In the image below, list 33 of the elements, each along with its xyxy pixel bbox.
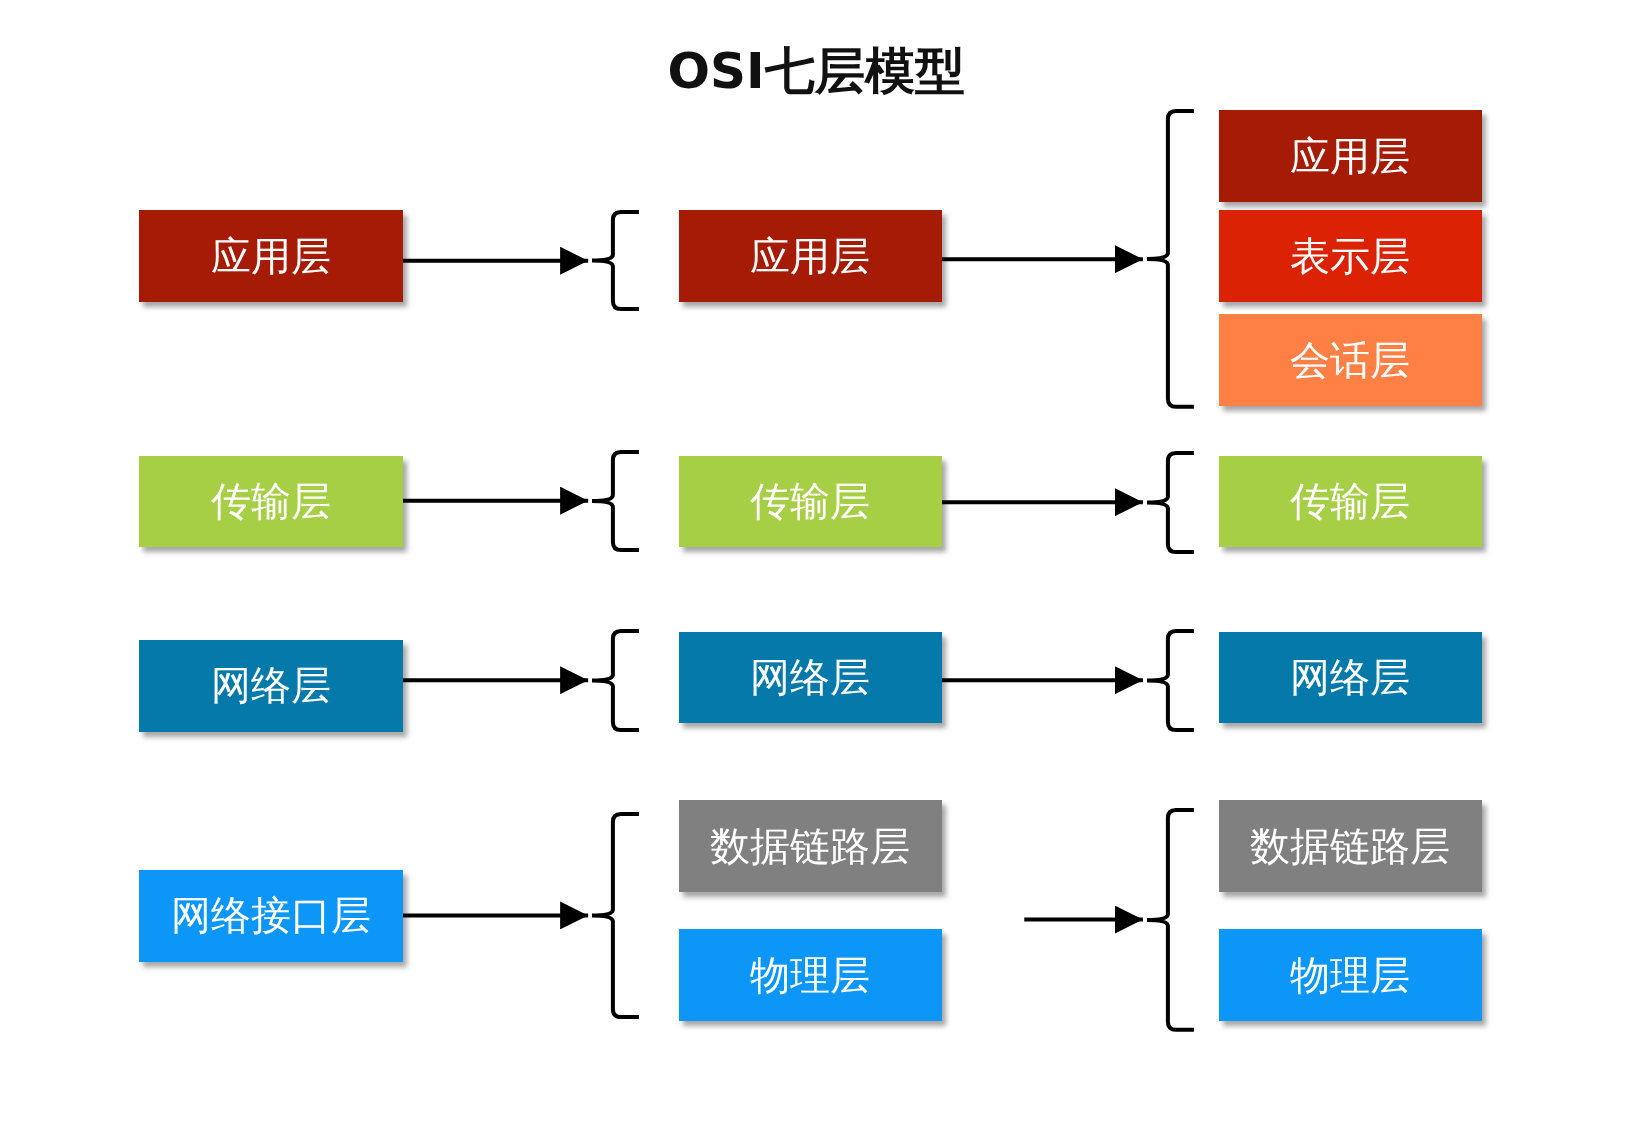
layer-box: 数据链路层 <box>678 800 942 892</box>
curly-brace <box>590 811 640 1019</box>
arrow <box>402 666 589 695</box>
arrow <box>402 246 589 275</box>
layer-box: 网络层 <box>678 631 942 724</box>
layer-box: 网络层 <box>139 640 403 732</box>
curly-brace <box>1144 807 1194 1032</box>
layer-box: 传输层 <box>678 455 942 548</box>
layer-box: 网络接口层 <box>139 870 403 962</box>
layer-box: 传输层 <box>139 455 403 548</box>
arrow <box>402 901 589 930</box>
layer-box: 应用层 <box>139 210 403 302</box>
layer-box: 传输层 <box>1218 455 1483 548</box>
curly-brace <box>1144 628 1194 732</box>
layer-box: 物理层 <box>678 929 942 1021</box>
curly-brace <box>1144 450 1194 554</box>
layer-box: 网络层 <box>1218 631 1483 724</box>
layer-box: 物理层 <box>1218 929 1483 1021</box>
curly-brace <box>590 210 640 312</box>
layer-box: 应用层 <box>1218 110 1483 202</box>
curly-brace <box>1144 109 1194 410</box>
layer-box: 会话层 <box>1218 314 1483 406</box>
layer-box: 应用层 <box>678 210 942 302</box>
curly-brace <box>590 449 640 552</box>
arrow <box>941 245 1143 274</box>
arrow <box>941 488 1143 517</box>
arrow <box>402 486 589 515</box>
title: OSI七层模型 <box>667 41 965 102</box>
curly-brace <box>590 628 640 732</box>
layer-box: 表示层 <box>1218 210 1483 302</box>
layer-box: 数据链路层 <box>1218 800 1483 892</box>
arrow <box>941 666 1143 695</box>
arrow <box>1024 905 1143 934</box>
